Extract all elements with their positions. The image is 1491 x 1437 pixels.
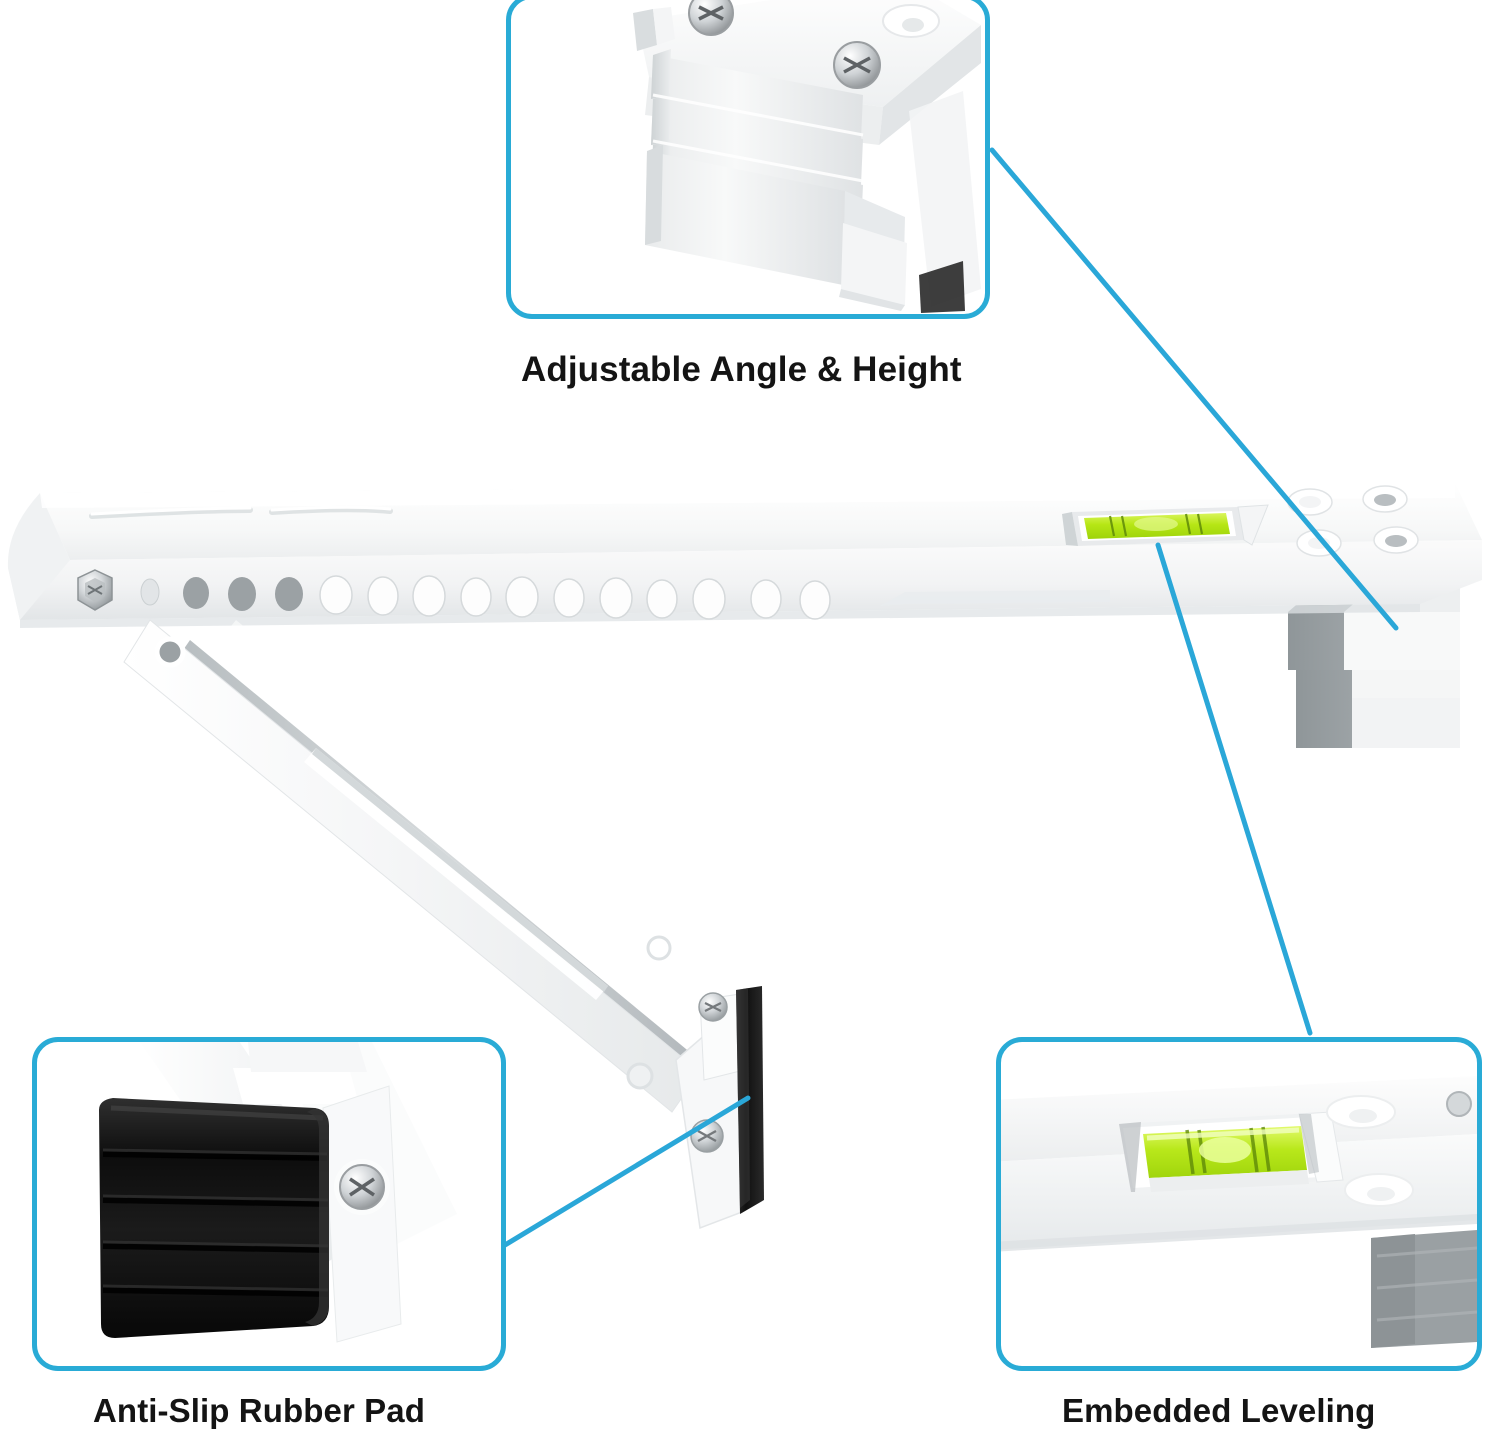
- bubble-level-icon: [1001, 1076, 1477, 1348]
- callout-adjustable-angle-height: [506, 0, 990, 319]
- screw-icon: [334, 1159, 390, 1215]
- callout-label-anti-slip-rubber-pad: Anti-Slip Rubber Pad: [93, 1392, 425, 1429]
- screw-icon: [690, 1119, 724, 1153]
- phillips-screw-icon: [688, 0, 734, 36]
- adjustment-hole-row: [140, 575, 831, 620]
- bracket-foot-spacer-stack-icon: [633, 0, 981, 313]
- screw-icon: [698, 992, 728, 1022]
- diagonal-arm: [123, 619, 760, 1113]
- rubber-pad-icon: [99, 1042, 457, 1343]
- callout-anti-slip-rubber-pad: [32, 1037, 506, 1371]
- phillips-screw-icon: [833, 41, 881, 89]
- callout-label-embedded-leveling: Embedded Leveling: [1062, 1392, 1376, 1429]
- top-rail: [7, 483, 1482, 628]
- callout-embedded-leveling: [996, 1037, 1482, 1371]
- callout-label-adjustable-angle-height: Adjustable Angle & Height: [521, 350, 962, 389]
- hex-bolt-icon: [77, 569, 113, 611]
